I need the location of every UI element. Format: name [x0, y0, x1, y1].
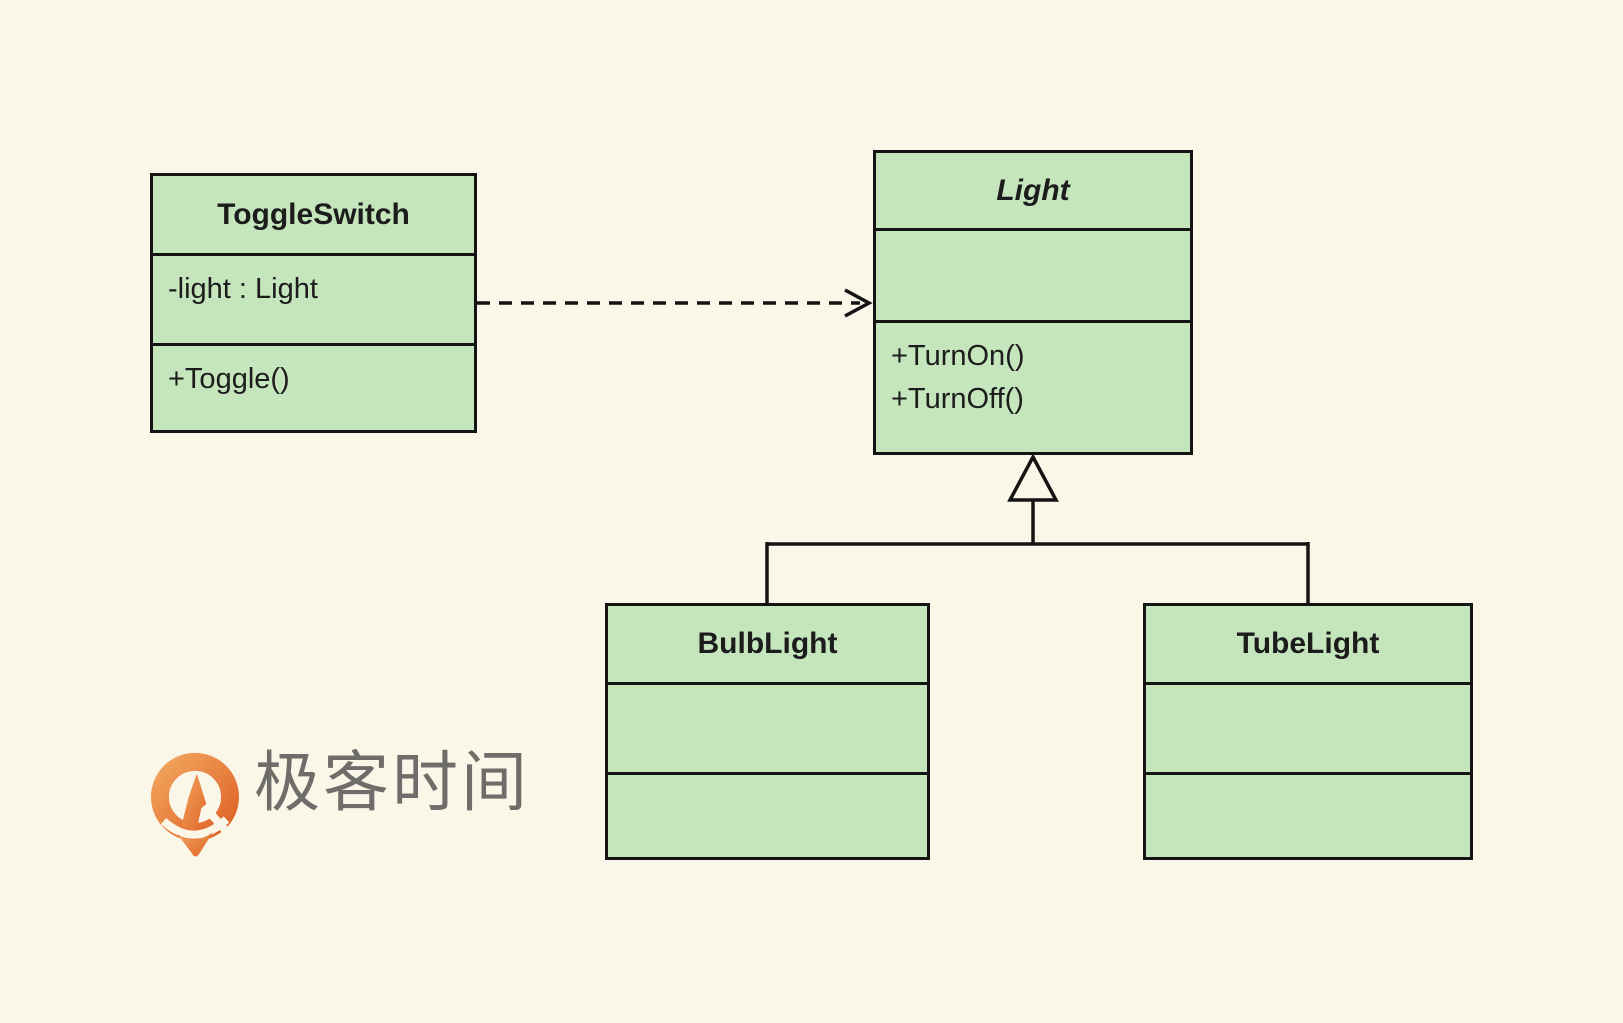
class-title-bar: Light: [876, 153, 1190, 228]
hollow-triangle-icon: [1007, 453, 1059, 502]
method-item: +Toggle(): [168, 363, 290, 395]
class-name-text: TubeLight: [1236, 627, 1380, 660]
inheritance-connector: [765, 453, 1310, 604]
class-box-toggleswitch: ToggleSwitch -light : Light +Toggle(): [150, 173, 477, 433]
geektime-logo-text: 极客时间: [254, 745, 530, 819]
class-box-tubelight: TubeLight: [1143, 603, 1473, 860]
attribute-item: -light : Light: [168, 273, 318, 305]
class-name-text: Light: [996, 173, 1070, 207]
open-arrowhead-icon: [844, 288, 873, 318]
class-methods-section: +Toggle(): [153, 343, 474, 430]
method-item: +TurnOff(): [891, 383, 1024, 415]
class-attributes-section: -light : Light: [153, 253, 474, 343]
class-title-bar: TubeLight: [1146, 606, 1470, 682]
class-methods-section: [1146, 772, 1470, 857]
class-name-text: ToggleSwitch: [217, 197, 410, 231]
class-attributes-section: [1146, 682, 1470, 772]
class-box-bulblight: BulbLight: [605, 603, 930, 860]
class-attributes-section: [876, 228, 1190, 320]
method-item: +TurnOn(): [891, 340, 1025, 372]
dependency-arrow: [477, 288, 873, 318]
class-methods-section: +TurnOn() +TurnOff(): [876, 320, 1190, 452]
class-name-text: BulbLight: [697, 627, 838, 660]
class-title-bar: BulbLight: [608, 606, 927, 682]
geektime-pin-icon: [150, 752, 240, 857]
class-box-light: Light +TurnOn() +TurnOff(): [873, 150, 1193, 455]
geektime-logo: 极客时间: [150, 742, 530, 858]
class-title-bar: ToggleSwitch: [153, 176, 474, 253]
class-attributes-section: [608, 682, 927, 772]
class-methods-section: [608, 772, 927, 857]
